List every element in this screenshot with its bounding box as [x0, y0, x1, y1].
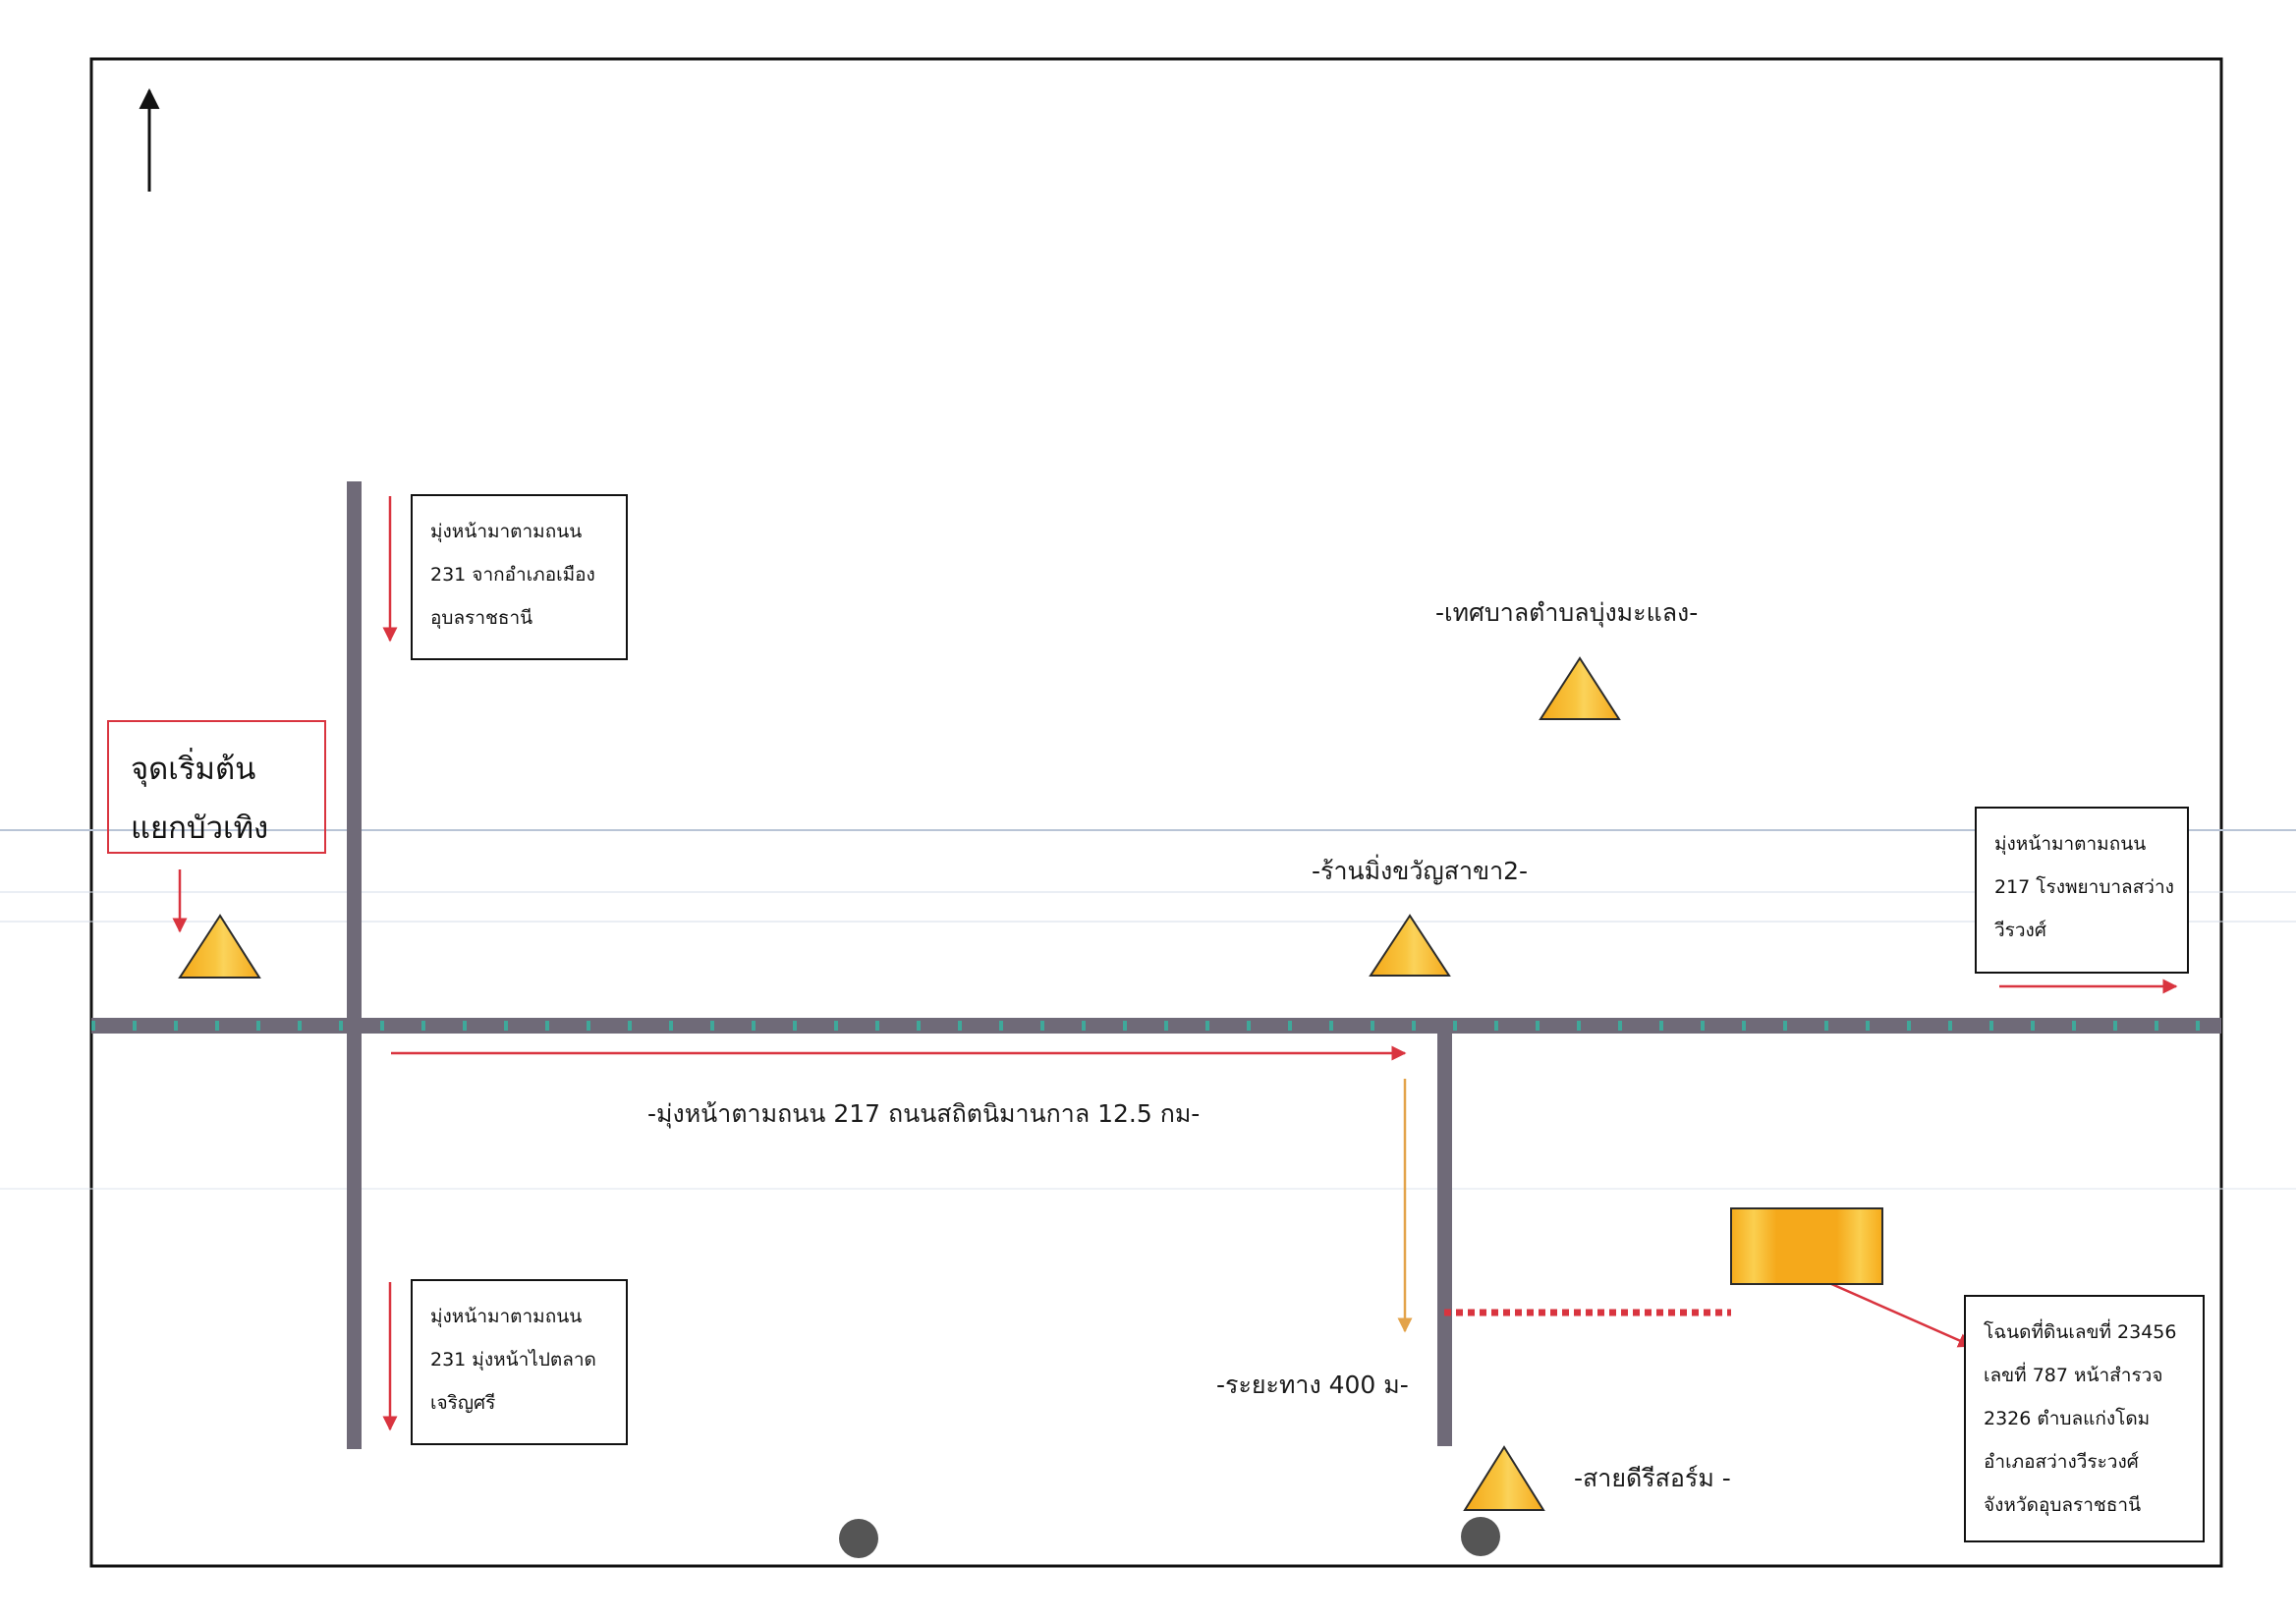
road-231 — [347, 481, 362, 1449]
start-point-box: จุดเริ่มต้น แยกบัวเทิง — [107, 720, 326, 854]
municipality-label: -เทศบาลตำบลบุ่งมะแลง- — [1435, 598, 1699, 627]
from-city-line1: มุ่งหน้ามาตามถนน — [430, 521, 583, 542]
from-city-box: มุ่งหน้ามาตามถนน 231 จากอำเภอเมือง อุบลร… — [411, 494, 628, 660]
from-city-line2: 231 จากอำเภอเมือง — [430, 564, 595, 586]
to-market-line3: เจริญศรี — [430, 1392, 496, 1414]
start-point-line1: จุดเริ่มต้น — [131, 752, 256, 787]
deed-box: โฉนดที่ดินเลขที่ 23456 เลขที่ 787 หน้าสำ… — [1964, 1295, 2205, 1542]
deed-line5: จังหวัดอุบลราชธานี — [1984, 1494, 2142, 1516]
binder-hole — [1461, 1517, 1500, 1556]
triangle-icon-start — [178, 914, 261, 979]
main-road-label: -มุ่งหน้าตามถนน 217 ถนนสถิตนิมานกาล 12.5… — [647, 1099, 1201, 1128]
deed-line1: โฉนดที่ดินเลขที่ 23456 — [1984, 1321, 2177, 1343]
parcel-pointer-arrow — [1820, 1277, 1974, 1348]
triangle-icon-shop — [1369, 914, 1451, 977]
map-border — [89, 57, 2223, 1568]
deed-line3: 2326 ตำบลแก่งโดม — [1984, 1408, 2151, 1429]
from-city-line3: อุบลราชธานี — [430, 607, 533, 629]
triangle-icon-dealer — [1463, 1445, 1545, 1511]
to-market-line2: 231 มุ่งหน้าไปตลาด — [430, 1349, 596, 1371]
rectangle-icon-parcel — [1730, 1207, 1883, 1285]
deed-line2: เลขที่ 787 หน้าสำรวจ — [1984, 1365, 2163, 1386]
deed-line4: อำเภอสว่างวีระวงศ์ — [1984, 1451, 2139, 1473]
to-hospital-line1: มุ่งหน้ามาตามถนน — [1994, 833, 2147, 855]
road-217 — [91, 1018, 2221, 1034]
dealer-label: -สายดีรีสอร์ม - — [1574, 1464, 1731, 1492]
shop-label: -ร้านมิ่งขวัญสาขา2- — [1312, 857, 1529, 885]
to-hospital-line3: วีรวงศ์ — [1994, 920, 2046, 941]
to-market-box: มุ่งหน้ามาตามถนน 231 มุ่งหน้าไปตลาด เจริ… — [411, 1279, 628, 1445]
binder-hole — [839, 1519, 878, 1558]
side-road — [1437, 1034, 1452, 1446]
distance-label: -ระยะทาง 400 ม- — [1216, 1371, 1409, 1399]
start-point-line2: แยกบัวเทิง — [131, 811, 269, 846]
triangle-icon-municipality — [1539, 656, 1621, 720]
to-market-line1: มุ่งหน้ามาตามถนน — [430, 1306, 583, 1327]
to-hospital-line2: 217 โรงพยาบาลสว่าง — [1994, 876, 2174, 898]
to-hospital-box: มุ่งหน้ามาตามถนน 217 โรงพยาบาลสว่าง วีรว… — [1975, 807, 2189, 974]
